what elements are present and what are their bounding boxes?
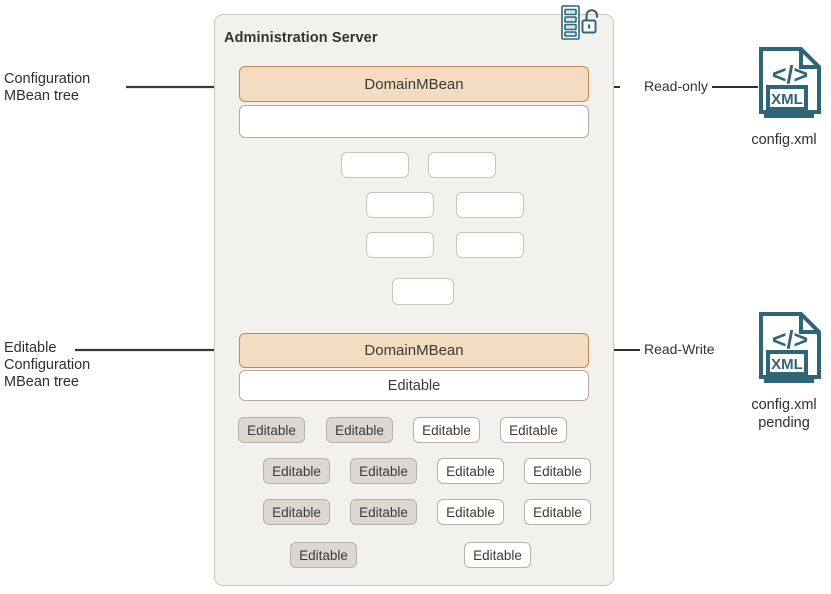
svg-text:</>: </> xyxy=(772,326,808,354)
config-tree-second-bar[interactable] xyxy=(239,105,589,138)
administration-server-title: Administration Server xyxy=(224,30,378,46)
config-tree-domainmbean[interactable]: DomainMBean xyxy=(239,66,589,102)
editable-node[interactable]: Editable xyxy=(413,417,480,443)
editable-node[interactable]: Editable xyxy=(263,499,330,525)
svg-text:XML: XML xyxy=(771,91,803,108)
editable-node[interactable]: Editable xyxy=(350,458,417,484)
editable-node[interactable]: Editable xyxy=(437,499,504,525)
config-tree-node[interactable] xyxy=(456,192,524,218)
config-xml-caption: config.xml xyxy=(751,132,817,148)
editable-tree-domainmbean[interactable]: DomainMBean xyxy=(239,333,589,368)
editable-node[interactable]: Editable xyxy=(350,499,417,525)
svg-text:</>: </> xyxy=(772,61,808,89)
server-unlock-icon xyxy=(559,3,603,48)
config-xml-pending-caption: config.xml pending xyxy=(751,397,817,431)
editable-node[interactable]: Editable xyxy=(326,417,393,443)
editable-node[interactable]: Editable xyxy=(290,542,357,568)
svg-text:XML: XML xyxy=(771,356,803,373)
config-tree-node[interactable] xyxy=(366,192,434,218)
editable-tree-second-bar[interactable]: Editable xyxy=(239,370,589,401)
config-tree-node[interactable] xyxy=(341,152,409,178)
editable-node[interactable]: Editable xyxy=(464,542,531,568)
xml-file-icon[interactable]: </> XML xyxy=(757,46,823,129)
editable-node[interactable]: Editable xyxy=(524,458,591,484)
config-tree-node[interactable] xyxy=(428,152,496,178)
editable-config-mbean-tree-label: Editable Configuration MBean tree xyxy=(4,340,91,390)
config-tree-node[interactable] xyxy=(456,232,524,258)
editable-node[interactable]: Editable xyxy=(238,417,305,443)
editable-node[interactable]: Editable xyxy=(263,458,330,484)
config-tree-node[interactable] xyxy=(366,232,434,258)
editable-node[interactable]: Editable xyxy=(437,458,504,484)
editable-node[interactable]: Editable xyxy=(500,417,567,443)
config-mbean-tree-label: Configuration MBean tree xyxy=(4,71,91,104)
read-write-label: Read-Write xyxy=(640,341,719,357)
xml-file-icon[interactable]: </> XML xyxy=(757,311,823,394)
editable-node[interactable]: Editable xyxy=(524,499,591,525)
read-only-label: Read-only xyxy=(640,78,712,94)
config-tree-node[interactable] xyxy=(392,278,454,305)
